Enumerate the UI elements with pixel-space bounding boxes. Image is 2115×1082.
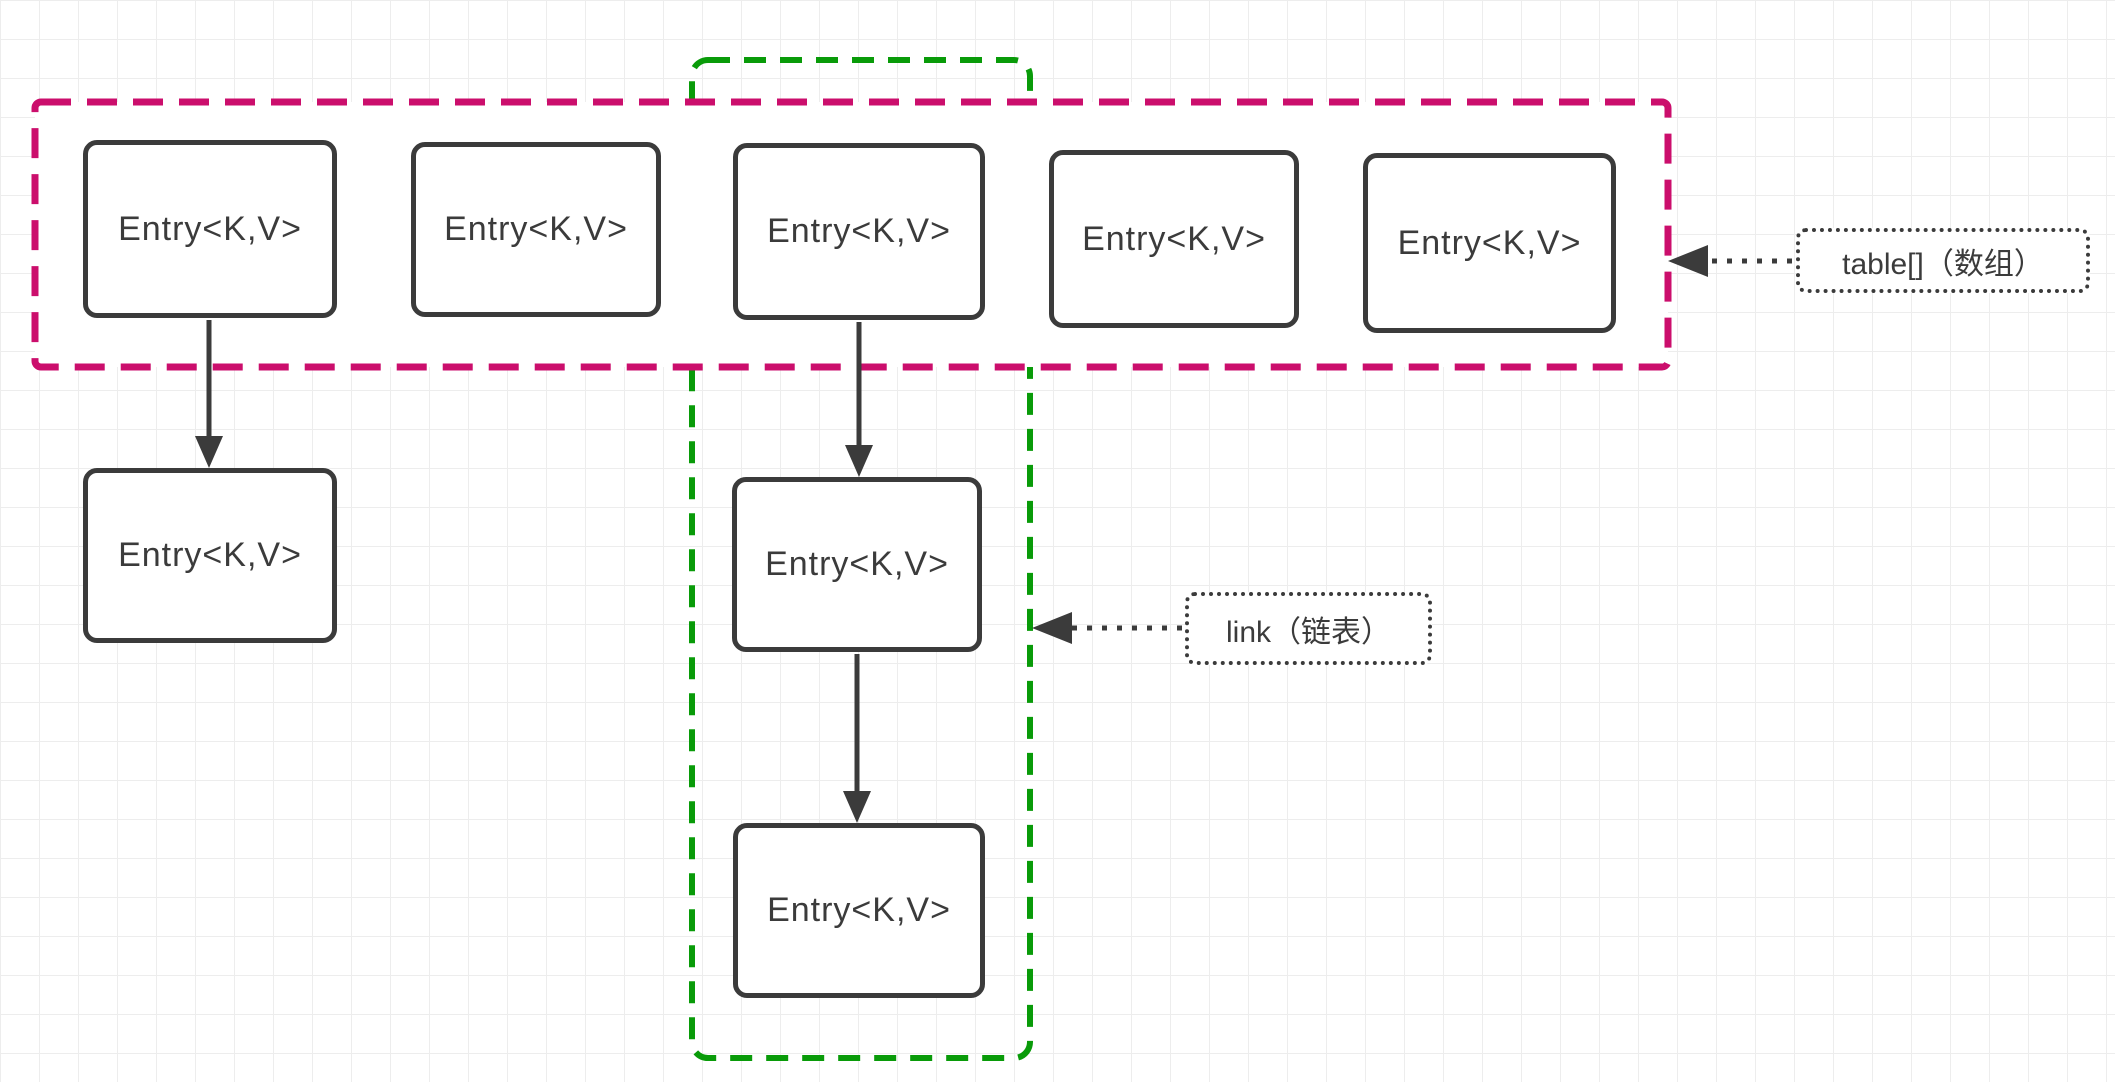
entry-node-label: Entry<K,V>: [767, 891, 951, 929]
entry-node-table-4: Entry<K,V>: [1363, 153, 1616, 333]
link-list-label-text: link（链表）: [1225, 615, 1391, 649]
table-array-label-text: table[]（数组）: [1842, 247, 2044, 281]
link-region-outline: [689, 57, 1033, 1061]
link-list-label: link（链表）: [1185, 592, 1432, 665]
arrowhead-slot2-chain-2: [843, 791, 871, 823]
entry-node-slot2-chain-1: Entry<K,V>: [733, 823, 985, 998]
table-label-pointer-head: [1668, 245, 1708, 277]
entry-node-label: Entry<K,V>: [118, 536, 302, 574]
arrowhead-slot0-chain: [195, 436, 223, 468]
entry-node-table-1: Entry<K,V>: [411, 142, 661, 317]
table-array-label: table[]（数组）: [1796, 228, 2090, 293]
entry-node-table-2: Entry<K,V>: [733, 143, 985, 320]
entry-node-table-0: Entry<K,V>: [83, 140, 337, 318]
entry-node-table-3: Entry<K,V>: [1049, 150, 1299, 328]
entry-node-label: Entry<K,V>: [765, 545, 949, 583]
entry-node-slot0-child: Entry<K,V>: [83, 468, 337, 643]
entry-node-label: Entry<K,V>: [118, 209, 302, 248]
entry-node-label: Entry<K,V>: [1397, 223, 1582, 262]
entry-node-label: Entry<K,V>: [767, 212, 951, 250]
arrowhead-slot2-chain-1: [845, 445, 873, 477]
link-label-pointer-head: [1032, 612, 1072, 644]
entry-node-slot2-chain-0: Entry<K,V>: [732, 477, 982, 652]
entry-node-label: Entry<K,V>: [1082, 219, 1266, 258]
entry-node-label: Entry<K,V>: [444, 210, 628, 248]
